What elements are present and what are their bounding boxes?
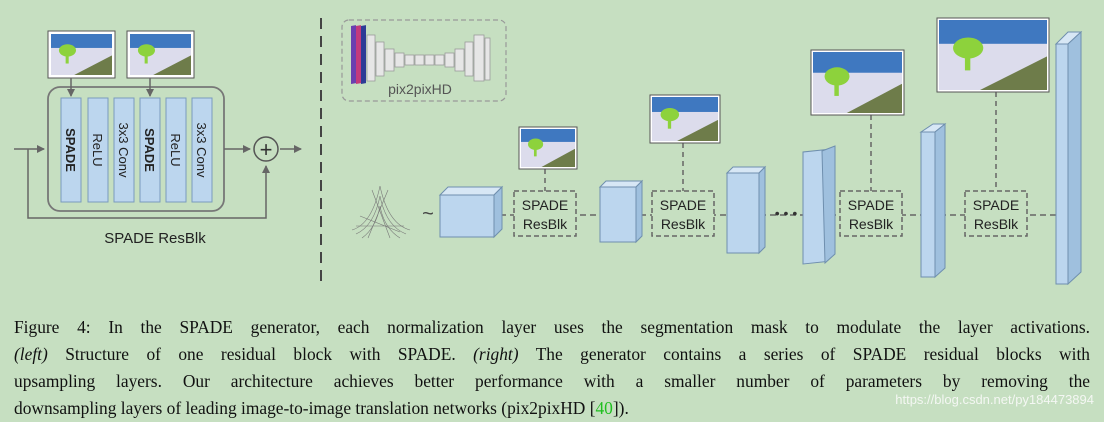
layer-label: 3x3 Conv: [116, 123, 131, 178]
resblk-label-line1: SPADE: [973, 197, 1019, 213]
spade-resblk-2: SPADE ResBlk: [649, 94, 721, 237]
segmap-thumbnail: [518, 126, 578, 170]
layer-5: ReLU: [165, 97, 187, 203]
noise-sample-tilde: ~: [422, 203, 434, 225]
spade-resblk-4: SPADE ResBlk: [936, 17, 1050, 237]
citation-link[interactable]: 40: [595, 398, 613, 418]
generator-diagram: pix2pixHD ~: [341, 17, 1083, 286]
caption-line-1: Figure 4: In the SPADE generator, each n…: [14, 317, 1090, 337]
segmap-thumbnail-1: [47, 30, 116, 79]
watermark: https://blog.csdn.net/py184473894: [895, 392, 1094, 407]
resblk-label-line2: ResBlk: [661, 216, 706, 232]
sum-node: [253, 136, 279, 162]
resblk-label-line1: SPADE: [522, 197, 568, 213]
layer-label: ReLU: [168, 133, 183, 166]
caption-line-4: downsampling layers of leading image-to-…: [14, 398, 629, 418]
resblk-label-line1: SPADE: [848, 197, 894, 213]
layer-3: 3x3 Conv: [113, 97, 135, 203]
layer-label: SPADE: [63, 128, 78, 172]
layer-1: SPADE: [60, 97, 82, 203]
pix2pixhd-label: pix2pixHD: [388, 81, 452, 97]
spade-resblk-1: SPADE ResBlk: [513, 126, 578, 237]
layer-label: ReLU: [90, 133, 105, 166]
noise-gaussian-icon: [351, 185, 411, 239]
feature-block-5: [919, 122, 947, 279]
feature-block-6: [1054, 30, 1083, 286]
layer-label: SPADE: [142, 128, 157, 172]
caption-line-3: upsampling layers. Our architecture achi…: [14, 371, 1090, 391]
segmap-thumbnail: [649, 94, 721, 144]
layer-2: ReLU: [87, 97, 109, 203]
layer-4: SPADE: [139, 97, 161, 203]
sum-symbol: +: [260, 137, 273, 162]
resblk-label-line1: SPADE: [660, 197, 706, 213]
feature-block-3: [725, 165, 767, 255]
feature-block-2: [598, 179, 644, 244]
feature-block-4: [802, 145, 836, 265]
ellipsis: • • •: [775, 205, 798, 221]
feature-block-1: [438, 185, 504, 239]
segmap-thumbnail-2: [126, 30, 195, 79]
caption-line-2: (left) Structure of one residual block w…: [14, 344, 1090, 364]
pix2pixhd-inset: pix2pixHD: [341, 19, 507, 102]
spade-resblk-3: SPADE ResBlk: [810, 49, 905, 237]
skip-connection: [27, 149, 270, 219]
layer-6: 3x3 Conv: [191, 97, 213, 203]
block-label: SPADE ResBlk: [104, 230, 206, 247]
segmap-thumbnail: [936, 17, 1050, 93]
resblk-label-line2: ResBlk: [974, 216, 1019, 232]
figure-caption: Figure 4: In the SPADE generator, each n…: [14, 314, 1090, 422]
layer-label: 3x3 Conv: [194, 123, 209, 178]
spade-resblk-diagram: SPADE ReLU 3x3 Conv SPADE ReLU 3x3 Conv + SPA…: [14, 30, 302, 247]
resblk-label-line2: ResBlk: [523, 216, 568, 232]
segmap-thumbnail: [810, 49, 905, 116]
resblk-label-line2: ResBlk: [849, 216, 894, 232]
